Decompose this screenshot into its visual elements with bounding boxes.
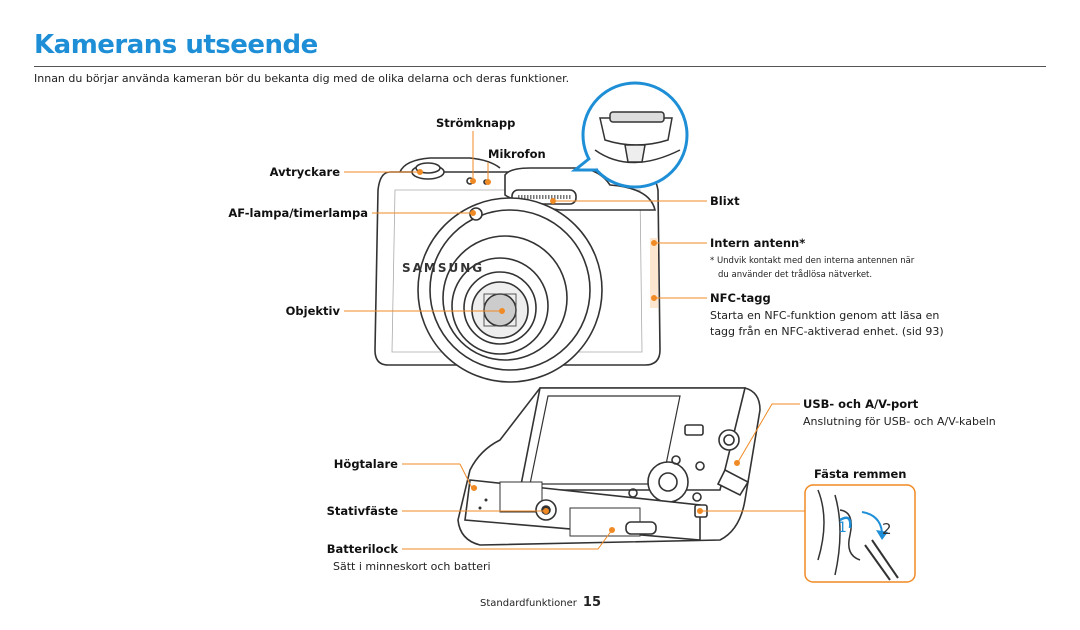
page-title: Kamerans utseende [34, 30, 318, 60]
label-strap: Fästa remmen [814, 467, 907, 481]
strap-inset [804, 484, 916, 583]
nfc-desc-line2: tagg från en NFC-aktiverad enhet. (sid 9… [710, 325, 944, 338]
usb-desc: Anslutning för USB- och A/V-kabeln [803, 415, 996, 428]
label-speaker: Högtalare [333, 457, 398, 471]
nfc-desc-line1: Starta en NFC-funktion genom att läsa en [710, 309, 940, 322]
label-usb-port: USB- och A/V-port [803, 397, 919, 411]
label-battery: Batterilock [326, 542, 398, 556]
footer-section: Standardfunktioner [480, 598, 577, 609]
label-flash: Blixt [710, 194, 740, 208]
camera-bottom [457, 387, 761, 546]
label-shutter: Avtryckare [269, 165, 340, 179]
battery-desc: Sätt i minneskort och batteri [333, 560, 491, 573]
label-tripod: Stativfäste [326, 504, 398, 518]
intro-text: Innan du börjar använda kameran bör du b… [34, 72, 570, 85]
label-nfc: NFC-tagg [710, 291, 771, 305]
step2-label: 2 [882, 520, 892, 538]
title-divider [34, 66, 1046, 67]
antenna-note-line1: * Undvik kontakt med den interna antenne… [710, 256, 915, 266]
label-af-lamp: AF-lampa/timerlampa [228, 206, 368, 220]
antenna-note-line2: du använder det trådlösa nätverket. [718, 270, 873, 280]
label-lens: Objektiv [285, 304, 340, 318]
step1-label: 1 [838, 520, 847, 536]
label-antenna: Intern antenn* [710, 236, 806, 250]
page-footer: Standardfunktioner 15 [480, 595, 601, 610]
label-power-button: Strömknapp [436, 116, 516, 130]
brand-logo: SAMSUNG [402, 261, 484, 275]
camera-front [374, 157, 661, 383]
label-microphone: Mikrofon [488, 147, 546, 161]
page-number: 15 [582, 595, 601, 610]
